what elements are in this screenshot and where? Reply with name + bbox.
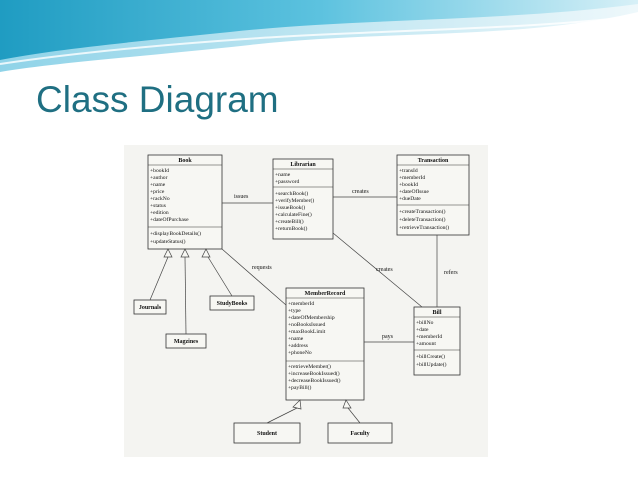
class-book-name: Book <box>178 158 192 164</box>
class-bill-attr: +date <box>416 327 429 333</box>
class-member-record-attr: +maxBookLimit <box>288 329 326 335</box>
slide-title: Class Diagram <box>36 79 279 120</box>
class-bill: Bill +billNo +date +memberId +amount +bi… <box>413 306 461 376</box>
label-requests: requests <box>252 265 272 271</box>
label-creates-bill: creates <box>376 267 393 273</box>
class-member-record-method: +payBill() <box>288 384 311 391</box>
class-faculty-name: Faculty <box>350 431 369 437</box>
inheritance-arrow-icon <box>163 248 173 258</box>
class-magazines-name: Magzines <box>174 339 199 345</box>
class-bill-attr: +amount <box>416 341 436 347</box>
class-librarian-attr: +name <box>275 172 291 178</box>
class-diagram: Book +bookId +author +name +price +rackN… <box>133 154 470 444</box>
class-magazines: Magzines <box>165 333 207 349</box>
class-librarian-method: +searchBook() <box>275 190 308 197</box>
class-member-record-attr: +memberId <box>288 301 314 307</box>
class-book-attr: +price <box>150 189 165 195</box>
class-transaction-method: +deleteTransaction() <box>399 216 446 223</box>
class-student: Student <box>233 422 301 444</box>
class-bill-method: +billUpdate() <box>416 361 447 368</box>
class-book-attr: +edition <box>150 210 169 216</box>
header-wave-decoration <box>0 0 638 72</box>
class-journals-name: Journals <box>139 305 162 311</box>
class-book-attr: +bookId <box>150 168 169 174</box>
label-pays: pays <box>382 334 394 340</box>
class-librarian-method: +issueBook() <box>275 204 305 211</box>
class-book-attr: +dateOfPurchase <box>150 216 189 223</box>
class-transaction-method: +createTransaction() <box>399 208 446 215</box>
class-faculty: Faculty <box>327 422 393 444</box>
association-creates-bill: creates <box>332 232 423 308</box>
association-requests: requests <box>221 248 287 306</box>
class-study-books: StudyBooks <box>209 295 255 311</box>
class-bill-attr: +billNo <box>416 320 434 326</box>
generalization-member-record <box>266 399 361 424</box>
class-transaction-name: Transaction <box>418 158 449 164</box>
class-member-record-attr: +dateOfMembership <box>288 314 335 321</box>
class-transaction: Transaction +transId +memberId +bookId +… <box>396 154 470 236</box>
class-transaction-attr: +dateOfIssue <box>399 188 429 195</box>
label-creates-transaction: creates <box>352 189 369 195</box>
class-librarian-method: +calculateFine() <box>275 211 312 218</box>
class-member-record: MemberRecord +memberId +type +dateOfMemb… <box>285 287 365 401</box>
class-transaction-method: +retrieveTransaction() <box>399 224 449 231</box>
class-librarian-method: +verifyMember() <box>275 197 314 204</box>
class-member-record-method: +retrieveMember() <box>288 363 331 370</box>
class-journals: Journals <box>133 299 167 315</box>
class-transaction-attr: +dueDate <box>399 196 421 202</box>
class-transaction-attr: +bookId <box>399 182 418 188</box>
class-member-record-attr: +phoneNo <box>288 350 312 356</box>
association-refers: refers <box>436 235 458 307</box>
generalization-book <box>149 248 233 335</box>
class-member-record-attr: +name <box>288 336 304 342</box>
inheritance-arrow-icon <box>201 248 211 258</box>
class-book-method: +updateStatus() <box>150 238 186 245</box>
class-member-record-attr: +type <box>288 308 301 314</box>
class-member-record-name: MemberRecord <box>305 291 346 297</box>
class-study-books-name: StudyBooks <box>217 301 248 307</box>
class-bill-method: +billCreate() <box>416 353 445 360</box>
class-book-attr: +rackNo <box>150 196 170 202</box>
class-member-record-method: +increaseBookIssued() <box>288 370 340 377</box>
label-issues: issues <box>234 194 249 200</box>
class-book-method: +displayBookDetails() <box>150 230 201 237</box>
class-transaction-attr: +transId <box>399 168 418 174</box>
inheritance-arrow-icon <box>292 399 302 410</box>
inheritance-arrow-icon <box>342 399 352 409</box>
class-book-attr: +author <box>150 175 168 181</box>
association-creates-transaction: creates <box>333 189 397 198</box>
label-refers: refers <box>444 269 458 276</box>
class-bill-attr: +memberId <box>416 334 442 340</box>
class-bill-name: Bill <box>432 310 441 316</box>
class-book: Book +bookId +author +name +price +rackN… <box>147 154 223 250</box>
class-member-record-attr: +address <box>288 343 308 349</box>
class-librarian-attr: +password <box>275 179 299 185</box>
class-transaction-attr: +memberId <box>399 175 425 181</box>
inheritance-arrow-icon <box>180 248 190 258</box>
class-book-attr: +status <box>150 203 166 209</box>
class-student-name: Student <box>257 431 277 437</box>
class-member-record-method: +decreaseBookIssued() <box>288 377 341 384</box>
class-member-record-attr: +noBooksIssued <box>288 322 326 328</box>
association-issues: issues <box>222 194 273 204</box>
class-librarian-name: Librarian <box>290 162 316 168</box>
class-librarian: Librarian +name +password +searchBook() … <box>272 158 334 240</box>
class-librarian-method: +returnBook() <box>275 225 307 232</box>
class-librarian-method: +createBill() <box>275 218 304 225</box>
class-book-attr: +name <box>150 182 166 188</box>
association-pays: pays <box>364 334 414 343</box>
